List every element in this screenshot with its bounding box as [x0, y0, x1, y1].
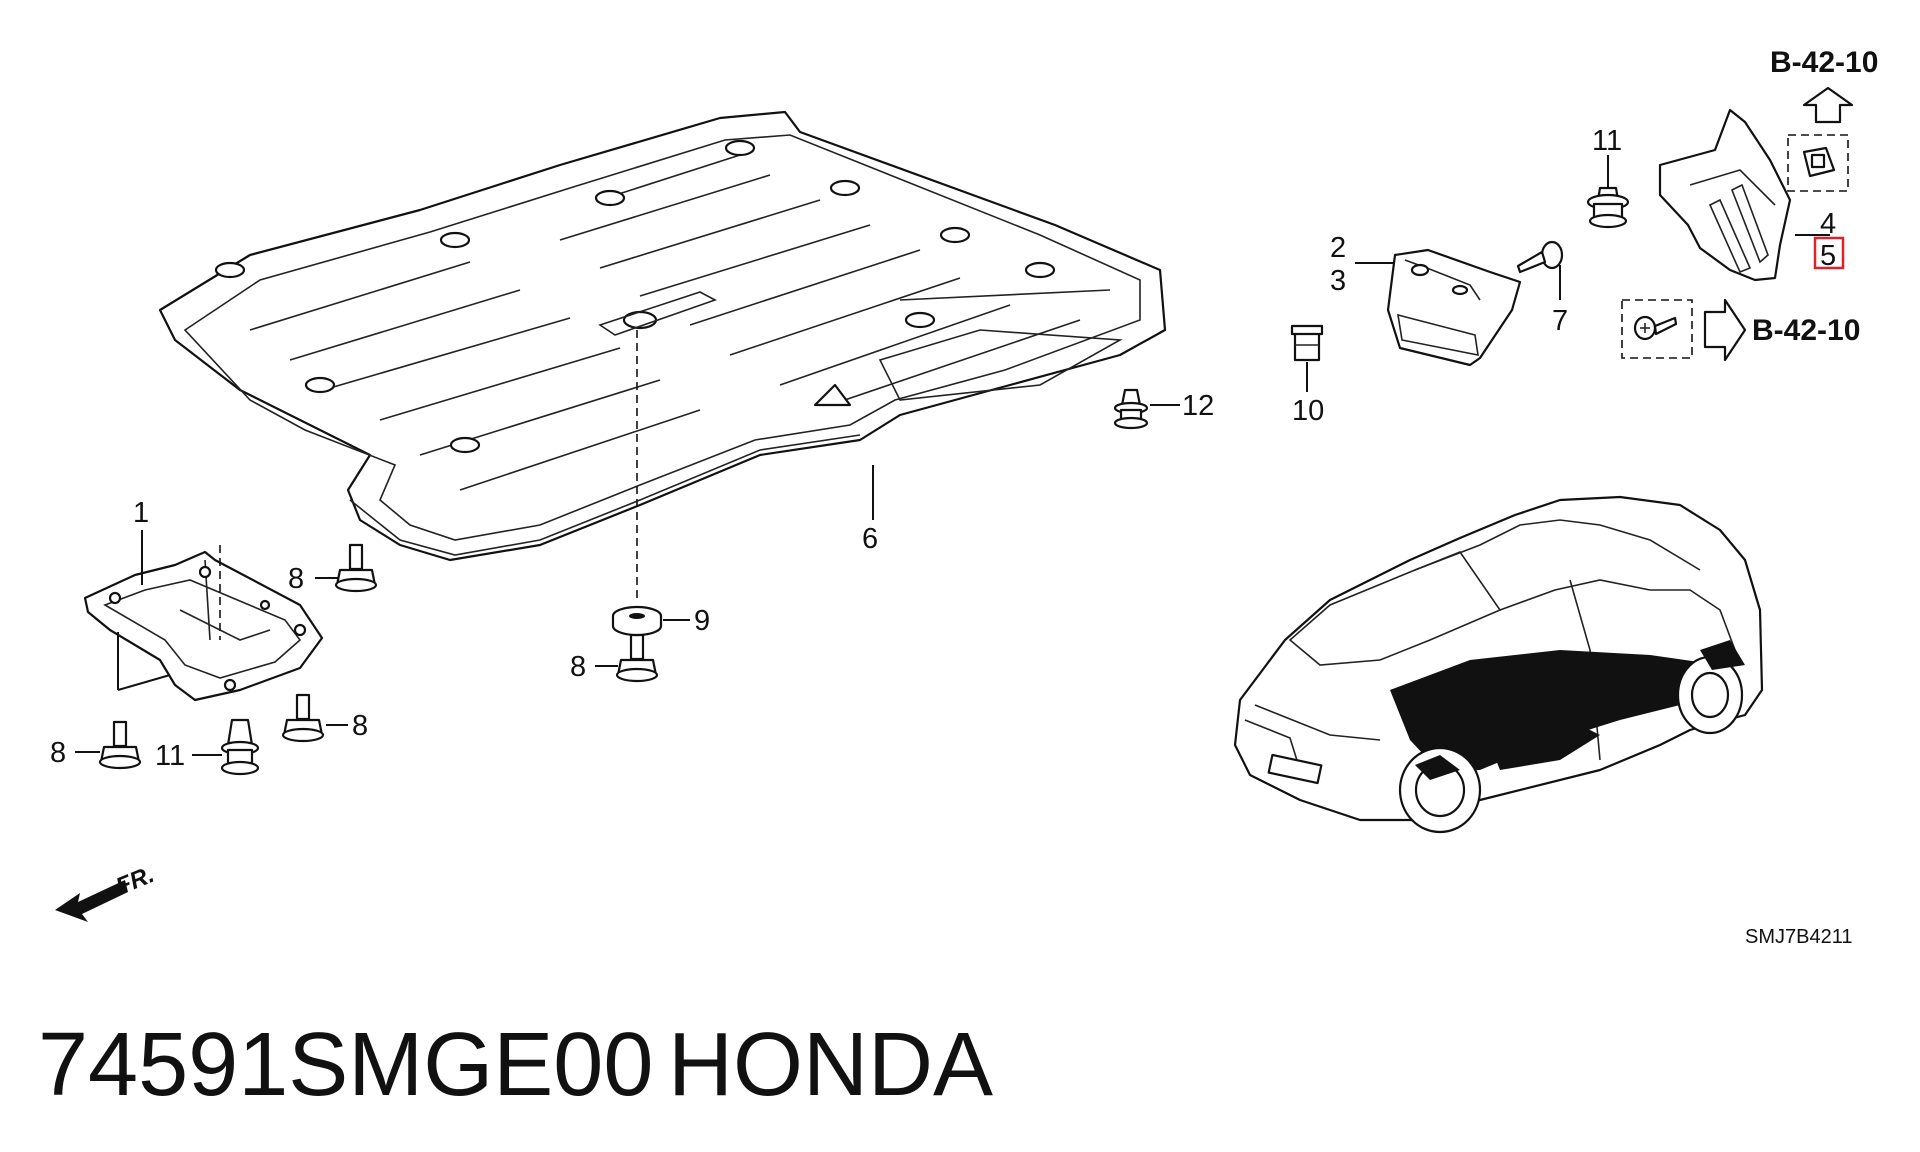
callout-2: 2 — [1330, 232, 1346, 264]
callout-12: 12 — [1182, 390, 1214, 422]
callout-7: 7 — [1552, 305, 1568, 337]
callout-6: 6 — [862, 523, 878, 555]
callout-8-a: 8 — [288, 563, 304, 595]
callout-11-a: 11 — [155, 740, 185, 772]
arrow-right-icon — [1703, 298, 1747, 362]
clip-12-icon — [1113, 388, 1149, 430]
screw-icon — [1633, 315, 1678, 341]
callout-10: 10 — [1292, 395, 1324, 427]
callout-5: 5 — [1820, 240, 1836, 272]
callout-9: 9 — [694, 605, 710, 637]
ref-label-right[interactable]: B-42-10 — [1752, 314, 1860, 347]
front-arrow-icon — [55, 880, 128, 922]
ref-box-top — [1787, 134, 1849, 192]
callout-8-b: 8 — [570, 651, 586, 683]
front-marker: FR. — [112, 861, 158, 901]
highlight-box — [1813, 236, 1845, 270]
arrow-up-icon — [1802, 86, 1854, 124]
washer-9-icon — [611, 605, 663, 637]
ref-label-top[interactable]: B-42-10 — [1770, 46, 1878, 79]
screw-7-icon — [1516, 240, 1564, 274]
bolt-8-icon — [334, 543, 378, 593]
callout-3: 3 — [1330, 265, 1346, 297]
bolt-8-icon — [615, 633, 659, 683]
bolt-8-icon — [281, 693, 325, 743]
callout-11-b: 11 — [1592, 125, 1622, 157]
splash-guard-part-2-3 — [1386, 248, 1522, 367]
diagram-code: SMJ7B4211 — [1745, 926, 1852, 948]
clip-nut-icon — [1802, 146, 1836, 178]
clip-10-icon — [1290, 324, 1324, 362]
clip-11-icon — [1586, 186, 1630, 229]
callout-8-d: 8 — [50, 737, 66, 769]
bracket-part-1 — [83, 545, 324, 702]
car-locator-illustration — [1233, 495, 1764, 834]
clip-11-icon — [220, 718, 260, 776]
brand-name: HONDA — [668, 1015, 993, 1115]
under-cover-panel — [158, 110, 1167, 562]
callout-1: 1 — [133, 497, 149, 529]
callout-4: 4 — [1820, 208, 1836, 240]
ref-box-right — [1621, 299, 1693, 359]
part-number: 74591SMGE00 — [38, 1015, 653, 1115]
callout-8-c: 8 — [352, 710, 368, 742]
bolt-8-icon — [98, 720, 142, 770]
fender-liner-part-4-5 — [1658, 108, 1792, 282]
